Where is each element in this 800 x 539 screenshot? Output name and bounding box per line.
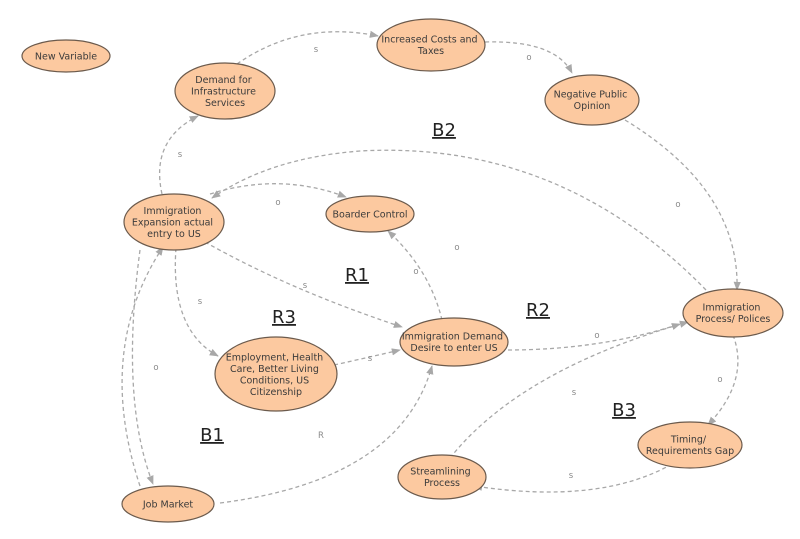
node-streamlining-line-2: Process (424, 478, 460, 489)
node-immigration-process[interactable]: Immigration Process/ Polices (682, 288, 784, 338)
node-increased-costs-line-1: Increased Costs and (381, 35, 477, 46)
node-boarder-control-line-1: Boarder Control (332, 210, 407, 221)
node-demand-infrastructure-line-1: Demand for (195, 75, 251, 86)
svg-text:Timing/ Requirements G: Timing/ Requirements Gap (646, 435, 734, 458)
polarity-streamlining-to-process: s (572, 388, 577, 398)
node-streamlining[interactable]: Streamlining Process (397, 454, 487, 500)
edge-job-market-to-demand (219, 365, 434, 504)
svg-text:Immigration Process/ P: Immigration Process/ Polices (696, 303, 771, 326)
node-timing-gap-line-2: Requirements Gap (646, 446, 734, 457)
svg-text:Negative Public Opinio: Negative Public Opinion (554, 90, 631, 113)
polarity-opinion-to-process: o (675, 200, 680, 210)
polarity-expansion-job-market: o (153, 363, 158, 373)
polarity-timing-to-streamlining: s (569, 471, 574, 481)
node-immigration-demand-line-2: Desire to enter US (410, 343, 497, 354)
svg-text:Employment, Health Car: Employment, Health Care, Better Living C… (226, 353, 326, 399)
edge-employment-to-demand (333, 348, 401, 366)
node-immigration-demand-line-1: Immigration Demand (402, 332, 503, 343)
node-immigration-process-line-2: Process/ Polices (696, 314, 771, 325)
node-increased-costs[interactable]: Increased Costs and Taxes (376, 18, 486, 72)
polarity-job-market-to-demand: R (318, 431, 324, 441)
edge-expansion-to-boarder (209, 183, 347, 198)
node-immigration-process-line-1: Immigration (703, 303, 761, 314)
polarity-expansion-to-boarder: o (275, 198, 280, 208)
node-job-market[interactable]: Job Market (121, 485, 215, 523)
node-demand-infrastructure-line-3: Services (205, 98, 245, 109)
node-employment-line-4: Citizenship (250, 387, 302, 398)
polarity-expansion-to-employment: s (198, 297, 203, 307)
loop-label-b1: B1 (200, 425, 224, 446)
svg-text:Streamlining Process: Streamlining Process (410, 467, 473, 490)
node-streamlining-line-1: Streamlining (410, 467, 470, 478)
edge-opinion-to-process (624, 119, 741, 291)
edge-expansion-to-demand (204, 241, 403, 328)
node-new-variable-line-1: New Variable (35, 52, 97, 63)
polarity-expansion-to-demand: s (303, 281, 308, 291)
node-negative-opinion[interactable]: Negative Public Opinion (544, 74, 640, 126)
edge-process-to-timing (707, 334, 739, 426)
node-demand-infrastructure[interactable]: Demand for Infrastructure Services (174, 62, 276, 120)
edge-demand-to-process (507, 323, 681, 351)
svg-text:Boarder Control: Boarder Control (332, 210, 407, 221)
polarity-demand-to-costs: s (314, 45, 319, 55)
node-demand-infrastructure-line-2: Infrastructure (191, 87, 256, 98)
polarity-demand-to-process: o (594, 331, 599, 341)
svg-text:Immigration Expansion: Immigration Expansion actual entry to US (132, 206, 216, 240)
svg-text:Job Market: Job Market (142, 500, 194, 511)
node-immigration-expansion-line-2: Expansion actual (132, 218, 213, 229)
polarity-demand-to-boarder: o (413, 267, 418, 277)
edge-job-market-to-expansion (121, 246, 164, 487)
node-employment-line-3: Conditions, US (240, 376, 309, 387)
node-immigration-expansion-line-1: Immigration (144, 206, 202, 217)
node-employment-line-1: Employment, Health (226, 353, 323, 364)
node-immigration-expansion-line-3: entry to US (147, 229, 201, 240)
svg-text:New Variable: New Variable (35, 52, 97, 63)
node-employment[interactable]: Employment, Health Care, Better Living C… (214, 336, 338, 412)
node-boarder-control[interactable]: Boarder Control (325, 195, 415, 233)
polarity-costs-to-opinion: o (526, 53, 531, 63)
node-job-market-line-1: Job Market (142, 500, 194, 511)
loop-label-r1: R1 (345, 265, 369, 286)
edge-expansion-to-employment (174, 247, 219, 357)
node-negative-opinion-line-1: Negative Public (554, 90, 628, 101)
node-employment-line-2: Care, Better Living (230, 364, 319, 375)
edge-streamlining-to-process (449, 320, 689, 459)
svg-text:Demand for Infrastruct: Demand for Infrastructure Services (191, 75, 259, 109)
node-new-variable[interactable]: New Variable (21, 39, 111, 73)
node-negative-opinion-line-2: Opinion (574, 101, 611, 112)
edge-process-to-expansion (211, 149, 707, 291)
edge-demand-to-boarder (387, 230, 443, 321)
loop-label-b2: B2 (432, 120, 456, 141)
loop-label-r3: R3 (272, 307, 296, 328)
edge-demand-infra-to-costs (236, 30, 379, 65)
loop-label-r2: R2 (526, 300, 550, 321)
node-timing-gap-line-1: Timing/ (670, 435, 707, 446)
polarity-expansion-to-demand-infra: s (178, 150, 183, 160)
edge-expansion-to-job-market (131, 249, 154, 485)
loop-label-b3: B3 (612, 400, 636, 421)
node-immigration-expansion[interactable]: Immigration Expansion actual entry to US (123, 193, 225, 251)
node-increased-costs-line-2: Taxes (417, 46, 444, 57)
svg-text:Increased Costs and Ta: Increased Costs and Taxes (381, 35, 480, 58)
svg-text:Immigration Demand Des: Immigration Demand Desire to enter US (402, 332, 506, 355)
polarity-process-to-timing: o (717, 375, 722, 385)
node-timing-gap[interactable]: Timing/ Requirements Gap (637, 421, 743, 469)
node-immigration-demand[interactable]: Immigration Demand Desire to enter US (399, 317, 509, 367)
polarity-boarder-demand-link: o (454, 243, 459, 253)
edge-costs-to-opinion (484, 41, 573, 74)
polarity-employment-to-demand: s (368, 354, 373, 364)
